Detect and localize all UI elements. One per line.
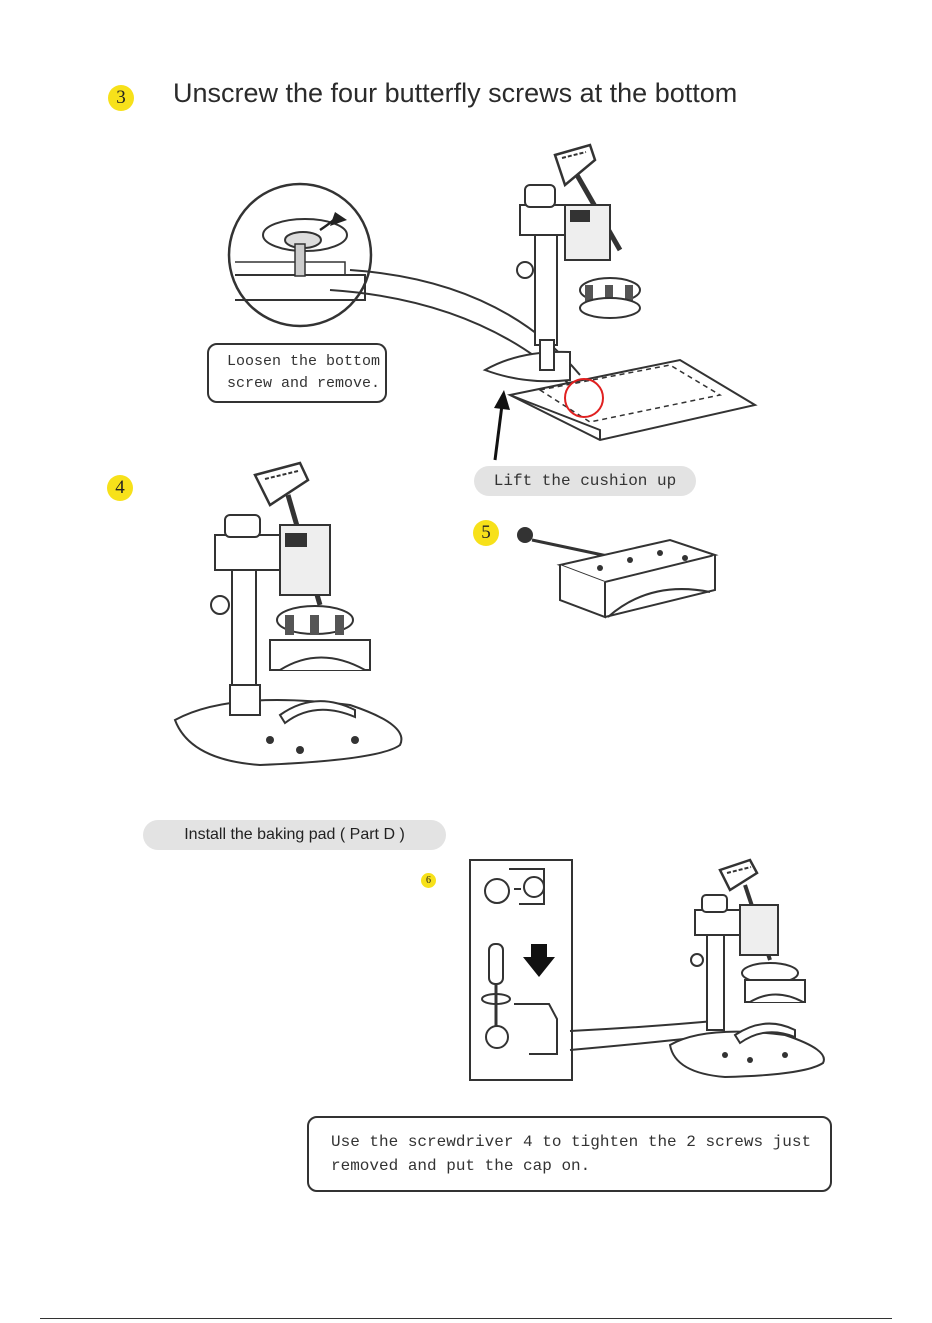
heat-press-machine-step4 — [170, 455, 415, 780]
step-4-badge: 4 — [107, 475, 133, 501]
step-4-number: 4 — [115, 477, 125, 499]
step-6-number: 6 — [426, 875, 431, 886]
step-5-number: 5 — [481, 522, 491, 544]
step-6-instruction-line-2: removed and put the cap on. — [331, 1154, 830, 1178]
lift-cushion-label: Lift the cushion up — [474, 466, 696, 496]
heat-platen-part-illustration — [510, 520, 725, 625]
install-baking-pad-text: Install the baking pad ( Part D ) — [184, 826, 405, 844]
heat-press-machine-step3 — [480, 140, 765, 445]
screwdriver-detail-panel — [469, 859, 573, 1081]
step-5-badge: 5 — [473, 520, 499, 546]
lift-cushion-text: Lift the cushion up — [494, 472, 676, 490]
install-baking-pad-label: Install the baking pad ( Part D ) — [143, 820, 446, 850]
heat-press-machine-step6 — [665, 855, 830, 1080]
loosen-callout-line-2: screw and remove. — [227, 373, 385, 395]
step-3-title: Unscrew the four butterfly screws at the… — [173, 78, 737, 109]
step-3-badge: 3 — [108, 85, 134, 111]
step-6-instruction-line-1: Use the screwdriver 4 to tighten the 2 s… — [331, 1130, 830, 1154]
loosen-callout-line-1: Loosen the bottom — [227, 351, 385, 373]
step-6-badge: 6 — [421, 873, 436, 888]
step-3-number: 3 — [116, 87, 126, 109]
loosen-callout-box: Loosen the bottom screw and remove. — [207, 343, 387, 403]
step-6-instruction-box: Use the screwdriver 4 to tighten the 2 s… — [307, 1116, 832, 1192]
page-bottom-rule — [40, 1318, 892, 1319]
